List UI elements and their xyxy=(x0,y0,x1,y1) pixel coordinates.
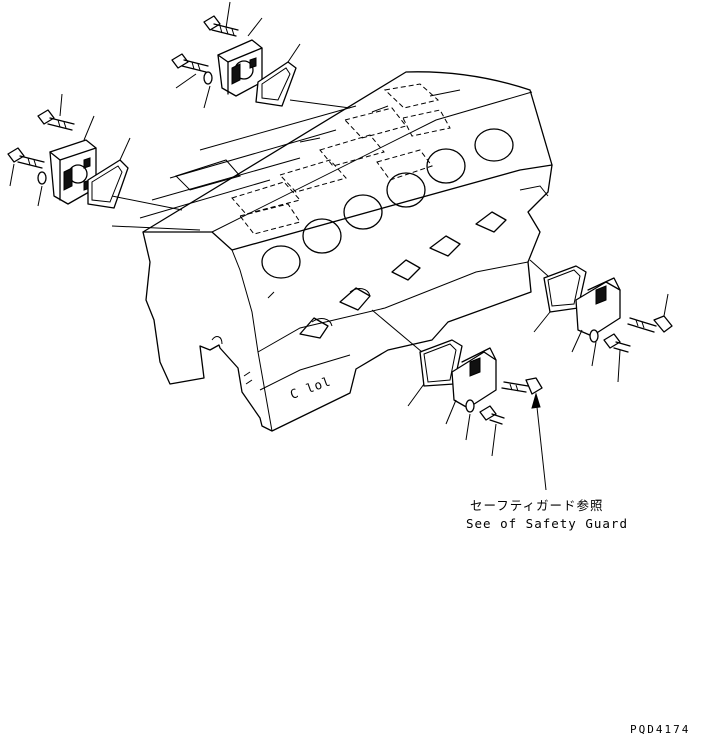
annotation-japanese: セーフティガード参照 xyxy=(470,498,604,513)
washer-icon xyxy=(589,329,599,343)
breather-housing xyxy=(49,139,97,205)
bolt-icon xyxy=(627,315,673,333)
bolt-icon xyxy=(501,377,543,395)
gasket-icon xyxy=(255,61,297,107)
annotation-english: See of Safety Guard xyxy=(466,516,628,531)
safety-guard-plate xyxy=(575,277,621,337)
bolt-icon xyxy=(171,53,209,73)
inspection-openings xyxy=(299,211,507,339)
bolt-icon xyxy=(203,15,239,37)
safety-guard-plate xyxy=(451,347,497,409)
safety-guard-callout: セーフティガード参照 See of Safety Guard xyxy=(466,392,628,531)
bolt-icon xyxy=(479,405,505,425)
cylinder-bores xyxy=(261,128,514,279)
bolt-icon xyxy=(37,109,75,131)
washer-icon xyxy=(203,71,213,85)
side-bands xyxy=(139,105,357,219)
breather-housing xyxy=(217,39,263,97)
deck-pads xyxy=(175,83,461,235)
washer-icon xyxy=(465,399,475,413)
cover-assembly-left xyxy=(7,93,201,231)
cover-assembly-upper-left xyxy=(171,1,351,109)
drawing-code: PQD4174 xyxy=(630,723,690,734)
gasket-icon xyxy=(87,159,129,209)
bolt-icon xyxy=(7,147,45,169)
casting-mark: C lol xyxy=(288,373,333,402)
bolt-icon xyxy=(603,333,631,353)
washer-icon xyxy=(37,171,47,185)
cover-assembly-right xyxy=(529,259,673,383)
cover-assembly-lower xyxy=(371,309,543,457)
